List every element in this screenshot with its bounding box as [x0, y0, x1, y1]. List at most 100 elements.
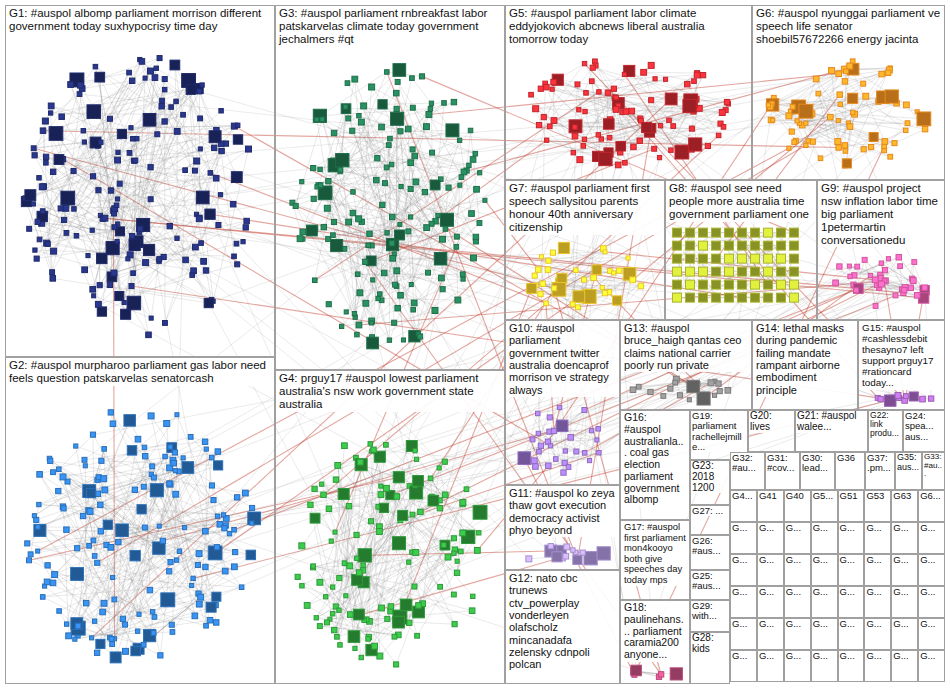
network-edge — [832, 71, 906, 131]
network-edge — [328, 239, 384, 273]
network-edge — [423, 489, 467, 604]
network-edge — [417, 533, 479, 636]
network-vertex — [121, 309, 131, 319]
network-edge — [538, 258, 628, 270]
network-vertex — [52, 572, 58, 578]
network-vertex — [167, 223, 172, 228]
network-vertex — [90, 174, 95, 179]
network-edge — [564, 248, 630, 274]
network-vertex — [32, 153, 37, 158]
network-vertex — [197, 89, 202, 94]
network-vertex — [170, 60, 180, 70]
network-edge — [93, 139, 137, 290]
network-vertex — [162, 77, 167, 82]
network-vertex — [219, 109, 223, 113]
network-edge — [340, 170, 376, 180]
network-edge — [118, 90, 191, 225]
network-edge — [346, 108, 397, 109]
network-edge — [865, 260, 896, 296]
network-vertex — [117, 129, 126, 138]
network-vertex — [112, 211, 117, 216]
network-edge — [134, 78, 145, 303]
network-edge — [457, 185, 460, 236]
network-vertex — [162, 87, 167, 92]
network-edge — [27, 415, 177, 544]
network-edge — [100, 77, 186, 260]
network-edge — [206, 270, 212, 299]
network-vertex — [48, 103, 54, 109]
network-edge — [110, 119, 132, 286]
network-edge — [42, 121, 164, 216]
network-edge — [558, 80, 626, 112]
network-edge — [839, 267, 910, 288]
network-vertex — [64, 231, 69, 236]
network-vertex — [63, 205, 69, 211]
network-edge — [585, 431, 592, 453]
network-edge — [359, 116, 475, 154]
network-vertex — [204, 623, 209, 628]
network-vertex — [94, 650, 99, 655]
network-vertex — [157, 56, 162, 61]
network-vertex — [49, 111, 53, 115]
network-edge — [111, 412, 193, 578]
network-edge — [342, 160, 440, 259]
network-vertex — [198, 147, 202, 151]
network-edge — [100, 494, 175, 644]
network-edge — [445, 80, 558, 495]
network-edge — [387, 515, 412, 619]
network-edge — [29, 71, 150, 229]
network-vertex — [96, 188, 101, 193]
network-edge — [133, 101, 176, 138]
network-edge — [334, 133, 460, 185]
network-edge — [159, 500, 213, 526]
network-edge — [548, 442, 565, 463]
network-edge — [101, 461, 250, 555]
network-edge — [800, 123, 821, 158]
network-vertex — [54, 155, 64, 165]
network-edge — [93, 139, 137, 290]
network-edge — [682, 113, 722, 153]
network-edge — [414, 172, 464, 336]
network-edge — [729, 259, 768, 298]
network-vertex — [151, 631, 156, 636]
network-vertex — [218, 193, 222, 197]
network-edge — [177, 131, 178, 238]
network-edge — [45, 551, 180, 586]
network-edge — [677, 259, 716, 285]
network-edge — [303, 103, 444, 239]
network-vertex — [59, 114, 64, 119]
network-edge — [80, 58, 159, 85]
network-edge — [298, 577, 336, 607]
network-vertex — [92, 554, 97, 559]
network-edge — [538, 407, 560, 413]
network-vertex — [191, 576, 195, 580]
network-edge — [369, 127, 426, 234]
network-vertex — [146, 332, 152, 338]
network-edge — [85, 214, 210, 270]
network-edge — [346, 109, 418, 334]
network-edge — [352, 102, 454, 131]
network-edge — [409, 562, 455, 624]
network-edge — [54, 65, 175, 251]
network-edge — [396, 93, 456, 247]
network-vertex — [107, 116, 112, 121]
network-vertex — [137, 226, 143, 232]
network-vertex — [144, 630, 156, 642]
network-vertex — [44, 240, 50, 246]
network-vertex — [147, 587, 152, 592]
network-vertex — [234, 241, 239, 246]
network-vertex — [131, 271, 136, 276]
network-vertex — [208, 171, 213, 176]
network-edge — [895, 129, 926, 143]
network-edge — [592, 81, 660, 157]
network-vertex — [31, 202, 35, 206]
network-edge — [108, 525, 200, 604]
network-vertex — [135, 436, 141, 442]
network-vertex — [97, 283, 102, 288]
network-vertex — [116, 197, 120, 201]
network-vertex — [231, 172, 242, 183]
network-vertex — [77, 92, 82, 97]
network-vertex — [127, 296, 141, 310]
network-edge — [610, 73, 698, 138]
network-edge — [536, 252, 605, 285]
